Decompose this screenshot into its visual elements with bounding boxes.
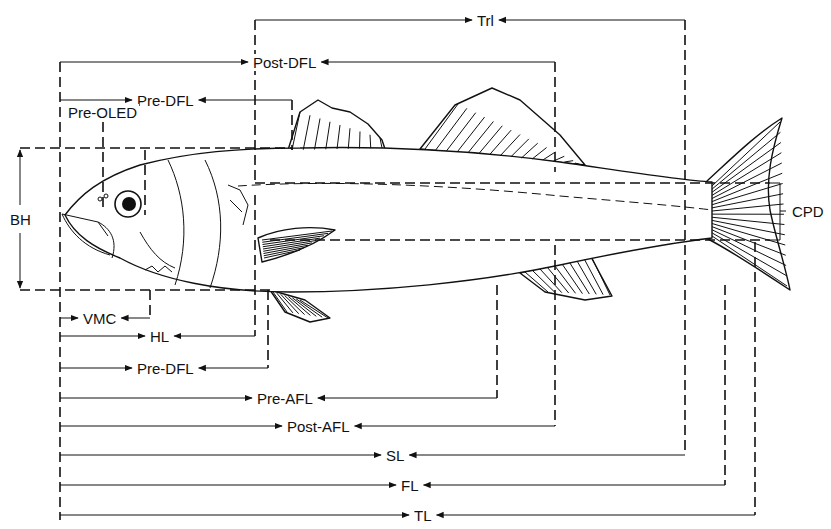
- dimension-arrow: [355, 426, 555, 427]
- fin-ray: [712, 236, 787, 286]
- dimension-arrow: [199, 100, 292, 101]
- dimension-arrow: [121, 318, 150, 319]
- fin-ray: [712, 224, 785, 246]
- fin-ray: [712, 194, 783, 208]
- dimension-arrow: [60, 455, 381, 456]
- fin-ray: [585, 260, 604, 295]
- fin-ray: [436, 108, 467, 150]
- fin-ray: [500, 135, 520, 157]
- fin-ray: [446, 113, 475, 151]
- fin-ray: [264, 248, 304, 256]
- dimension-arrow: [321, 62, 555, 63]
- fin-ray: [263, 243, 312, 251]
- fin-ray: [263, 241, 316, 250]
- fin-ray: [712, 204, 784, 211]
- measurement-label: Post-AFL: [285, 418, 352, 435]
- fin-ray: [292, 298, 316, 317]
- measurement-label: Trl: [475, 12, 496, 29]
- dimension-arrow: [437, 515, 755, 516]
- fin-ray: [712, 184, 783, 205]
- fin-ray: [326, 122, 330, 150]
- fin-ray: [262, 233, 328, 242]
- dimension-arrow: [60, 398, 252, 399]
- fin-ray: [532, 148, 546, 159]
- fin-ray: [468, 121, 494, 153]
- dimension-arrow: [174, 336, 255, 337]
- fin-ray: [300, 300, 328, 318]
- fin-ray: [292, 112, 300, 150]
- dimension-arrow: [499, 20, 685, 21]
- fin-ray: [570, 263, 590, 294]
- fin-ray: [315, 119, 321, 150]
- fin-ray: [262, 231, 332, 240]
- fin-ray: [712, 214, 784, 215]
- dimension-arrow: [199, 368, 268, 369]
- dimension-arrow: [424, 485, 725, 486]
- fin-ray: [370, 135, 372, 149]
- measurement-label: FL: [399, 477, 421, 494]
- measurement-label: Pre-OLED: [66, 104, 139, 121]
- fin-ray: [296, 299, 322, 317]
- dimension-arrow: [60, 62, 248, 63]
- fin-ray: [457, 117, 484, 152]
- dimension-arrow: [60, 318, 78, 319]
- measurement-guides: [20, 20, 770, 520]
- fin-ray: [337, 125, 340, 149]
- fin-ray: [712, 122, 780, 186]
- fin-ray: [592, 258, 610, 295]
- fin-ray: [380, 138, 382, 148]
- dimension-arrow: [60, 485, 396, 486]
- fin-ray: [273, 292, 287, 312]
- measurement-label: Pre-DFL: [135, 92, 196, 109]
- fin-ray: [712, 220, 785, 234]
- fin-ray: [712, 173, 782, 201]
- measurement-label: SL: [384, 447, 406, 464]
- fin-ray: [348, 128, 350, 149]
- dimension-arrow: [255, 20, 472, 21]
- measurement-label: Pre-AFL: [255, 390, 315, 407]
- fin-ray: [575, 163, 582, 165]
- measurement-label: CPD: [790, 203, 826, 220]
- fin-ray: [712, 143, 781, 193]
- dimension-arrow: [60, 336, 145, 337]
- dimension-arrow: [60, 100, 132, 101]
- fin-ray: [264, 245, 309, 253]
- measurement-label: TL: [412, 507, 434, 524]
- dimension-arrow: [60, 515, 409, 516]
- fin-ray: [303, 115, 310, 150]
- dimension-arrow: [60, 426, 282, 427]
- fin-ray: [489, 130, 511, 155]
- fin-ray: [712, 227, 786, 256]
- fin-ray: [543, 152, 556, 160]
- fin-ray: [264, 250, 300, 258]
- measurement-label: Pre-DFL: [135, 360, 196, 377]
- fin-ray: [712, 217, 784, 224]
- fin-ray: [521, 143, 537, 158]
- dimension-arrow: [318, 398, 497, 399]
- measurement-label: HL: [148, 328, 171, 345]
- measurement-label: Post-DFL: [251, 54, 318, 71]
- fin-ray: [712, 163, 782, 199]
- fin-ray: [564, 161, 573, 162]
- fin-ray: [577, 261, 596, 294]
- measurement-label: VMC: [81, 310, 118, 327]
- dimension-arrow: [60, 368, 132, 369]
- fin-ray: [479, 126, 503, 154]
- dimension-arrow: [409, 455, 685, 456]
- fin-ray: [712, 153, 781, 196]
- fin-ray: [359, 132, 361, 149]
- measurement-label: BH: [8, 211, 33, 228]
